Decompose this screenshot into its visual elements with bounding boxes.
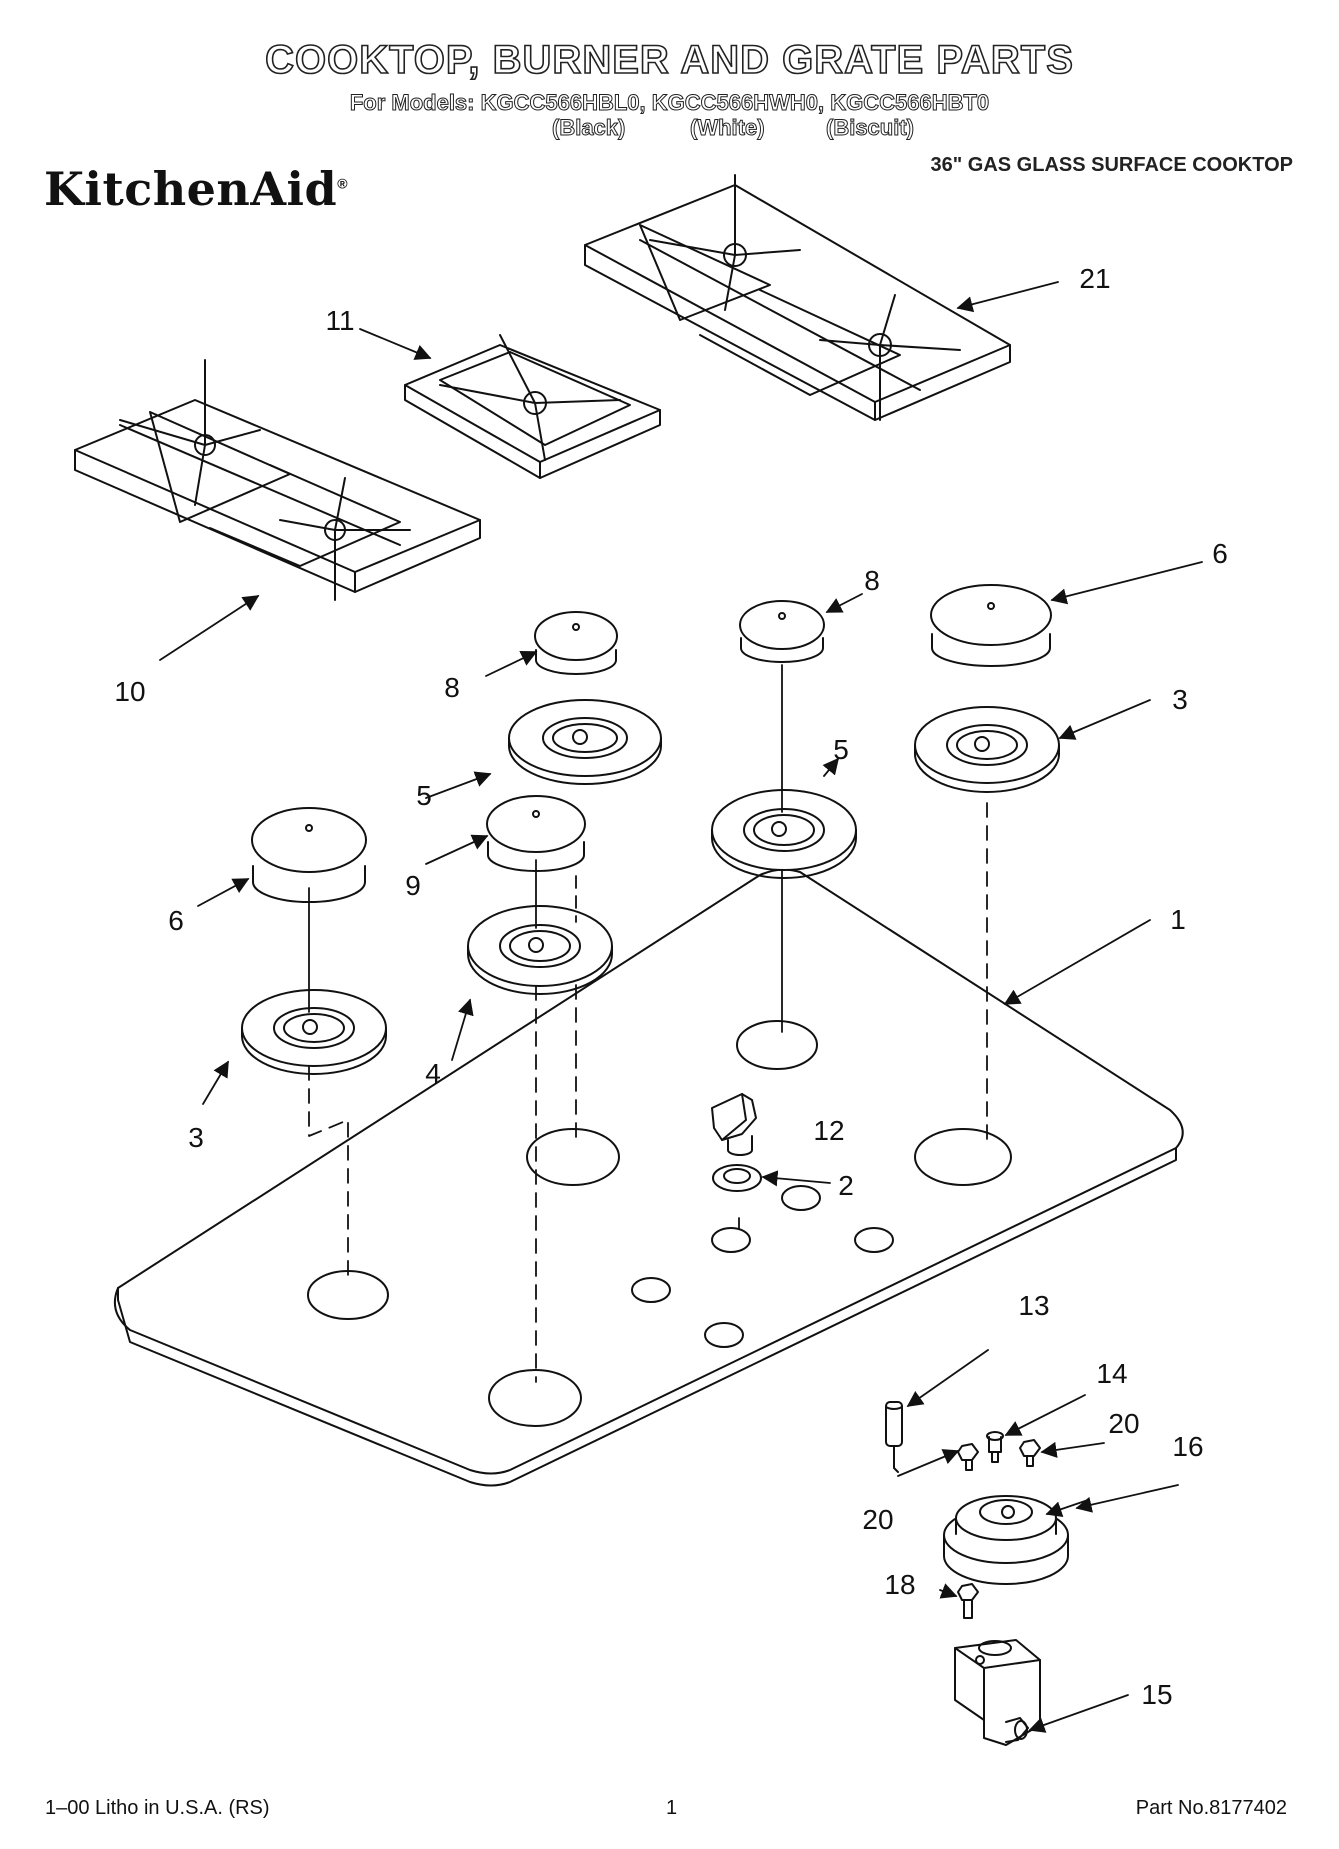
page-number: 1 bbox=[666, 1797, 678, 1819]
callout-14: 14 bbox=[1096, 1358, 1128, 1389]
callout-6-right: 6 bbox=[1212, 538, 1228, 569]
burner-head-right-center bbox=[711, 789, 857, 879]
callout-12: 12 bbox=[813, 1115, 845, 1146]
product-subtitle: 36" GAS GLASS SURFACE COOKTOP bbox=[930, 154, 1293, 176]
burner-cap-right-upper-small bbox=[739, 600, 825, 663]
burner-head-left bbox=[241, 989, 387, 1075]
callout-21: 21 bbox=[1079, 263, 1111, 294]
burner-cap-center-small bbox=[486, 795, 586, 872]
grate-right bbox=[584, 174, 1011, 421]
burner-head-center-lower bbox=[467, 905, 613, 995]
callout-20-left: 20 bbox=[862, 1504, 894, 1535]
registered-mark: ® bbox=[337, 175, 349, 192]
grate-center bbox=[404, 334, 661, 479]
callout-6-left: 6 bbox=[168, 905, 184, 936]
callout-9: 9 bbox=[405, 870, 421, 901]
burner-openings bbox=[307, 1020, 1012, 1427]
valve-bracket bbox=[954, 1639, 1041, 1746]
callout-11: 11 bbox=[325, 305, 355, 336]
screw-20-left bbox=[957, 1443, 979, 1471]
brand-logo: KitchenAid® bbox=[44, 162, 348, 216]
callout-16: 16 bbox=[1172, 1431, 1204, 1462]
brand-name: KitchenAid bbox=[44, 162, 338, 216]
control-knob bbox=[711, 1093, 757, 1156]
litho-note: 1–00 Litho in U.S.A. (RS) bbox=[45, 1797, 270, 1819]
callout-8-right: 8 bbox=[864, 565, 880, 596]
callout-13: 13 bbox=[1018, 1290, 1050, 1321]
spark-electrode bbox=[885, 1401, 903, 1473]
callout-1: 1 bbox=[1170, 904, 1186, 935]
screw-18 bbox=[957, 1583, 979, 1619]
burner-cap-center-upper bbox=[534, 611, 618, 675]
cooktop-glass-surface bbox=[114, 868, 1184, 1487]
callout-4: 4 bbox=[425, 1058, 441, 1089]
callout-3-left: 3 bbox=[188, 1122, 204, 1153]
burner-cap-left-rear bbox=[251, 807, 367, 903]
alignment-lines bbox=[308, 664, 988, 1383]
burner-base bbox=[943, 1495, 1069, 1585]
callout-2: 2 bbox=[838, 1170, 854, 1201]
page-title: COOKTOP, BURNER AND GRATE PARTS bbox=[264, 37, 1074, 83]
callout-5-center: 5 bbox=[833, 734, 849, 765]
screw-20-right bbox=[1019, 1439, 1041, 1467]
burner-head-center-upper bbox=[508, 699, 662, 785]
variant-biscuit-label: (Biscuit) bbox=[826, 115, 915, 141]
knob-bezel bbox=[712, 1164, 762, 1192]
grate-left bbox=[74, 359, 481, 601]
screw-14 bbox=[986, 1431, 1004, 1463]
burner-head-right bbox=[914, 706, 1060, 793]
callout-5-left: 5 bbox=[416, 780, 432, 811]
callout-18: 18 bbox=[884, 1569, 916, 1600]
variant-black-label: (Black) bbox=[551, 115, 626, 141]
part-number: Part No.8177402 bbox=[1135, 1797, 1287, 1819]
burner-cap-right-large bbox=[930, 584, 1052, 667]
variant-white-label: (White) bbox=[690, 115, 766, 141]
callout-20-right: 20 bbox=[1108, 1408, 1140, 1439]
callout-15: 15 bbox=[1141, 1679, 1173, 1710]
leader-lines bbox=[159, 281, 1203, 1733]
model-list: For Models: KGCC566HBL0, KGCC566HWH0, KG… bbox=[349, 90, 990, 116]
callout-8-left: 8 bbox=[444, 672, 460, 703]
callout-10: 10 bbox=[114, 676, 146, 707]
callout-3-right: 3 bbox=[1172, 684, 1188, 715]
